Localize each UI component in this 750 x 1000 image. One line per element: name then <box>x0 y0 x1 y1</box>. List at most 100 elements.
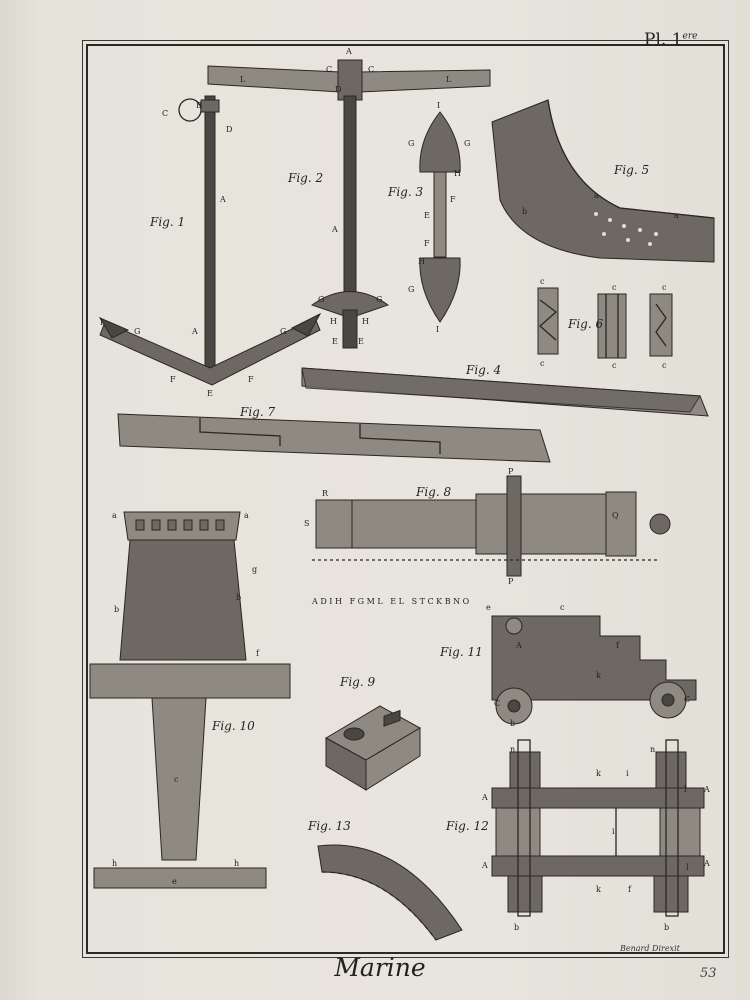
fig9-label: Fig. 9 <box>339 675 375 689</box>
fig10-letter-g: g <box>252 565 257 574</box>
fig1-letter-a: A <box>219 195 226 204</box>
fig2-letter-c2: C <box>368 65 374 74</box>
fig12-letter-i2: i <box>612 827 615 836</box>
fig4-scarfed-timber: Fig. 4 <box>301 363 709 417</box>
fig8-letter-p: P <box>508 467 514 476</box>
fig2-letter-l: L <box>240 75 246 84</box>
fig12-letter-a4: A <box>703 859 710 868</box>
fig1-letter-i: I <box>100 318 103 327</box>
fig10-letter-e: e <box>172 877 177 886</box>
fig10-letter-b2: b <box>236 593 241 602</box>
fig3-letter-h2: H <box>418 257 425 266</box>
fig11-letter-f: f <box>616 641 620 650</box>
fig2-letter-h2: H <box>362 317 369 326</box>
fig5-letter-a: a <box>594 191 599 200</box>
fig12-letter-a3: A <box>481 861 488 870</box>
fig1-letter-a2: A <box>191 327 198 336</box>
fig3-letter-f2: F <box>424 239 430 248</box>
fig12-label: Fig. 12 <box>445 819 489 833</box>
fig1-letter-g: G <box>134 327 140 336</box>
fig5-letter-b: b <box>522 207 527 216</box>
fig11-letter-e: e <box>486 603 491 612</box>
fig3-fluke-detail: I G G H F E F H G I Fig. 3 <box>387 101 470 334</box>
fig8-letter-s: S <box>304 519 309 528</box>
fig2-letter-g2: G <box>376 295 382 304</box>
plate-number-text: Pl. 1 <box>644 30 683 50</box>
fig11-gun-carriage: e c A f k C b C Fig. 11 <box>439 603 697 728</box>
page-number: 53 <box>700 966 717 981</box>
fig8-letter-q: Q <box>612 511 619 520</box>
fig2-letter-c: C <box>326 65 332 74</box>
fig9-block: Fig. 9 <box>324 675 422 791</box>
fig6-label: Fig. 6 <box>567 317 603 331</box>
fig6-letter-c2: c <box>540 359 545 368</box>
fig12-carriage-plan: A A A A n n k i i l l f k b b Fig. 12 <box>445 739 710 932</box>
fig6-letter-c: c <box>540 277 545 286</box>
fig10-letter-c: c <box>174 775 179 784</box>
fig2-letter-d: D <box>335 85 341 94</box>
fig2-letter-l2: L <box>446 75 452 84</box>
fig6-letter-c4: c <box>612 361 617 370</box>
fig12-letter-i: i <box>626 769 629 778</box>
fig3-letter-i: I <box>437 101 440 110</box>
fig6-pieces: c c c c c c Fig. 6 <box>537 277 673 370</box>
fig10-letter-h2: h <box>234 859 239 868</box>
fig8-letter-p2: P <box>508 577 514 586</box>
fig1-letter-b: B <box>196 101 202 110</box>
plate-title: Marine <box>334 953 426 982</box>
fig8-scale: A D I H F G M L E L S T C K B N O <box>311 597 470 606</box>
fig6-letter-c5: c <box>662 283 667 292</box>
fig1-letter-f2: F <box>248 375 254 384</box>
fig12-letter-n: n <box>510 745 515 754</box>
fig1-letter-d: D <box>226 125 232 134</box>
fig5-label: Fig. 5 <box>613 163 649 177</box>
fig10-label: Fig. 10 <box>211 719 255 733</box>
fig12-letter-b2: b <box>664 923 669 932</box>
fig2-letter-a: A <box>345 47 352 56</box>
fig2-letter-e2: E <box>358 337 364 346</box>
fig10-letter-h: h <box>112 859 117 868</box>
fig2-letter-e: E <box>332 337 338 346</box>
fig11-letter-c3: C <box>684 695 690 704</box>
fig1-letter-c: C <box>162 109 168 118</box>
fig11-letter-c: c <box>560 603 565 612</box>
fig2-anchor-stock: A C C L L D A G G H H E E Fig. 2 <box>207 47 491 349</box>
fig12-letter-f: f <box>628 885 632 894</box>
fig3-letter-h: H <box>454 169 461 178</box>
fig5-letter-a2: a <box>674 211 679 220</box>
fig1-letter-g2: G <box>280 327 286 336</box>
fig10-letter-a: a <box>112 511 117 520</box>
fig7-long-timber: Fig. 7 <box>117 405 551 463</box>
fig12-letter-l2: l <box>686 863 689 872</box>
plate-frame <box>86 44 725 954</box>
fig3-letter-i2: I <box>436 325 439 334</box>
fig11-label: Fig. 11 <box>439 645 483 659</box>
plate-number: Pl. 1ere <box>644 30 697 50</box>
fig1-letter-e: E <box>207 389 213 398</box>
fig13-label: Fig. 13 <box>307 819 351 833</box>
fig3-letter-f: F <box>450 195 456 204</box>
fig6-letter-c3: c <box>612 283 617 292</box>
fig3-letter-g3: G <box>408 285 414 294</box>
fig10-letter-b: b <box>114 605 119 614</box>
fig10-letter-f: f <box>256 649 260 658</box>
fig3-letter-e: E <box>424 211 430 220</box>
fig10-capstan: a a g b b f c h h e Fig. 10 <box>89 511 291 889</box>
fig6-letter-c6: c <box>662 361 667 370</box>
fig3-letter-g: G <box>408 139 414 148</box>
fig12-letter-k: k <box>596 769 601 778</box>
fig11-letter-b: b <box>510 719 515 728</box>
fig2-label: Fig. 2 <box>287 171 323 185</box>
fig7-label: Fig. 7 <box>239 405 275 419</box>
fig4-label: Fig. 4 <box>465 363 501 377</box>
fig2-letter-h: H <box>330 317 337 326</box>
fig1-label: Fig. 1 <box>149 215 185 229</box>
fig12-letter-n2: n <box>650 745 655 754</box>
engraver-credit: Benard Direxit <box>620 944 680 953</box>
fig5-curved-timber: b a a Fig. 5 <box>491 99 715 263</box>
fig3-label: Fig. 3 <box>387 185 423 199</box>
fig8-letter-r: R <box>322 489 329 498</box>
fig11-letter-k: k <box>596 671 601 680</box>
fig3-letter-g2: G <box>464 139 470 148</box>
fig2-letter-a2: A <box>331 225 338 234</box>
